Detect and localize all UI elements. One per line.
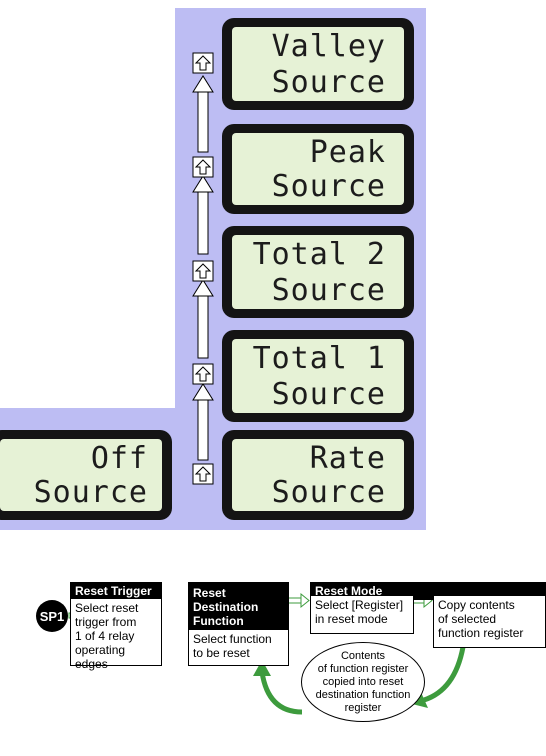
copy-contents-box: Copy contents of selected function regis… xyxy=(433,596,546,648)
lcd-line-1: Valley xyxy=(272,29,386,64)
up-button-icon[interactable] xyxy=(192,156,214,178)
lcd-line-2: Source xyxy=(272,475,386,510)
up-arrows xyxy=(192,75,214,461)
lcd-screen-rate: Rate Source xyxy=(222,430,414,520)
copy-contents-text: Copy contents of selected function regis… xyxy=(438,598,524,640)
lcd-line-2: Source xyxy=(272,65,386,100)
lcd-line-2: Source xyxy=(272,273,386,308)
lcd-screen-peak: Peak Source xyxy=(222,124,414,214)
lcd-line-2: Source xyxy=(34,475,148,510)
up-button-icon[interactable] xyxy=(192,52,214,74)
lcd-line-1: Total 2 xyxy=(253,237,386,272)
reset-destination-text: Select function to be reset xyxy=(193,632,272,660)
reset-trigger-title: Reset Trigger xyxy=(71,583,161,599)
reset-destination-box: Reset Destination Function Select functi… xyxy=(188,582,289,666)
up-button-icon[interactable] xyxy=(192,363,214,385)
reset-mode-title: Reset Mode xyxy=(310,582,546,600)
contents-copied-bubble: Contents of function register copied int… xyxy=(301,642,425,722)
curved-arrow-to-destination xyxy=(253,660,303,715)
lcd-line-1: Total 1 xyxy=(253,341,386,376)
lcd-menu-panel: Valley Source Peak Source Total 2 Source… xyxy=(0,8,426,530)
reset-destination-title: Reset Destination Function xyxy=(189,583,288,630)
up-button-icon[interactable] xyxy=(192,260,214,282)
lcd-screen-total-1: Total 1 Source xyxy=(222,330,414,422)
lcd-line-1: Off xyxy=(91,441,148,476)
up-button-icon[interactable] xyxy=(192,463,214,485)
reset-trigger-text: Select reset trigger from 1 of 4 relay o… xyxy=(75,601,139,671)
reset-trigger-box: Reset Trigger Select reset trigger from … xyxy=(70,582,162,671)
lcd-screen-valley: Valley Source xyxy=(222,18,414,110)
lcd-line-1: Rate xyxy=(310,441,386,476)
reset-mode-text: Select [Register] in reset mode xyxy=(315,598,404,626)
lcd-screen-off: Off Source xyxy=(0,430,172,520)
up-arrow xyxy=(192,175,214,255)
lcd-line-2: Source xyxy=(272,377,386,412)
reset-mode-box: Select [Register] in reset mode xyxy=(310,596,414,634)
up-arrow xyxy=(192,75,214,153)
lcd-line-2: Source xyxy=(272,169,386,204)
lcd-line-1: Peak xyxy=(310,135,386,170)
sp1-badge: SP1 xyxy=(36,600,68,632)
reset-mode-group: Reset Mode xyxy=(310,582,546,632)
right-arrow xyxy=(287,592,310,609)
curved-arrow-to-bubble xyxy=(412,646,466,708)
up-arrow xyxy=(192,383,214,461)
up-buttons xyxy=(192,52,214,485)
up-arrow xyxy=(192,279,214,359)
lcd-screen-total-2: Total 2 Source xyxy=(222,226,414,318)
